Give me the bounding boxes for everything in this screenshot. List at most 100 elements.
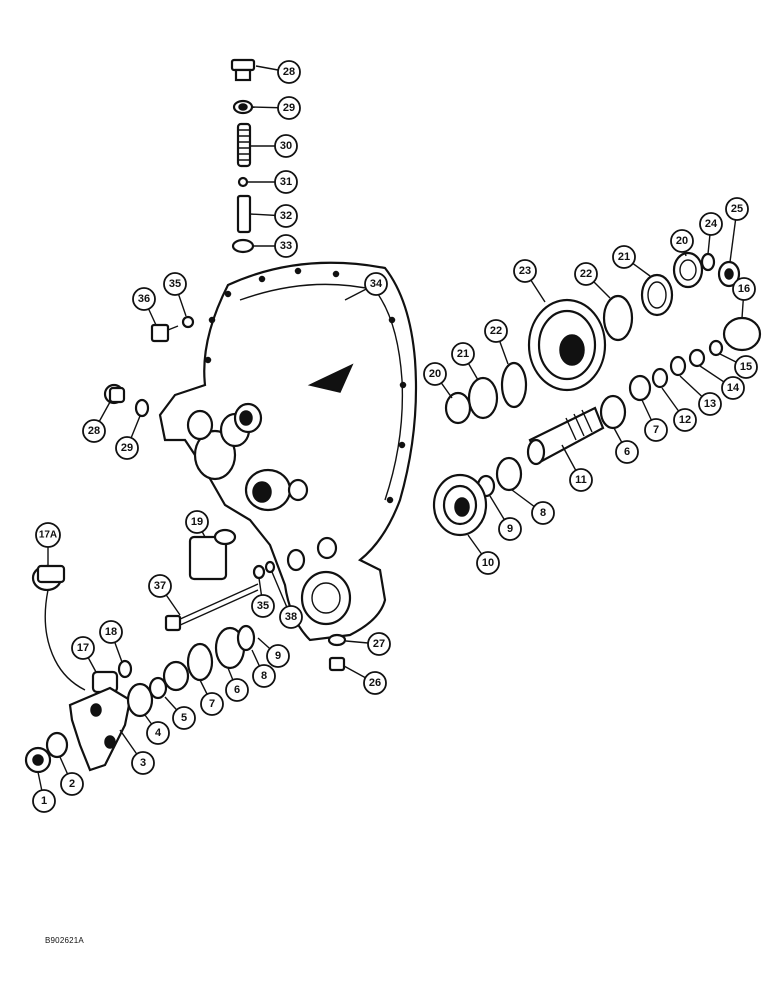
svg-text:30: 30 (280, 140, 292, 152)
svg-text:34: 34 (370, 278, 383, 290)
svg-text:38: 38 (285, 611, 297, 623)
callout-14: 14 (699, 365, 745, 400)
callout-35a: 35 (163, 272, 187, 317)
callout-21b: 21 (612, 245, 651, 277)
svg-text:2: 2 (69, 778, 75, 790)
svg-text:8: 8 (540, 507, 546, 519)
svg-text:23: 23 (519, 265, 531, 277)
svg-text:8: 8 (261, 670, 267, 682)
callout-28b: 28 (82, 401, 111, 443)
callout-32: 32 (249, 204, 298, 228)
callout-34: 34 (344, 272, 388, 301)
callout-17: 17 (71, 636, 97, 673)
figure-code: B902621A (45, 936, 84, 945)
callout-29b: 29 (115, 415, 141, 460)
callout-8: 8 (251, 649, 276, 688)
callout-24: 24 (699, 212, 723, 255)
callout-6: 6 (225, 667, 249, 702)
svg-text:9: 9 (275, 650, 281, 662)
callout-28a: 28 (255, 60, 301, 84)
svg-text:27: 27 (373, 638, 385, 650)
callout-37: 37 (148, 574, 181, 616)
callout-17A: 17A (35, 522, 61, 566)
callout-2: 2 (59, 756, 84, 796)
callout-7b: 7 (641, 399, 668, 442)
svg-text:35: 35 (257, 600, 269, 612)
callout-16: 16 (732, 277, 756, 319)
callout-36: 36 (132, 287, 157, 326)
valve-stack (230, 58, 256, 254)
svg-text:13: 13 (704, 398, 716, 410)
callout-9b: 9 (489, 495, 522, 541)
callout-25: 25 (725, 197, 749, 263)
svg-text:15: 15 (740, 361, 752, 373)
callout-8b: 8 (511, 489, 555, 525)
callout-6b: 6 (613, 427, 639, 464)
svg-text:24: 24 (705, 218, 718, 230)
callout-13: 13 (679, 375, 722, 416)
callout-33: 33 (253, 234, 298, 258)
svg-text:21: 21 (457, 348, 469, 360)
svg-text:6: 6 (234, 684, 240, 696)
svg-text:1: 1 (41, 795, 47, 807)
svg-text:26: 26 (369, 677, 381, 689)
callout-38: 38 (271, 571, 303, 629)
callout-19: 19 (185, 510, 209, 538)
callout-7: 7 (199, 679, 224, 716)
transmission-housing (158, 261, 418, 642)
callout-21a: 21 (451, 342, 479, 381)
callout-35b: 35 (251, 577, 275, 618)
callout-9: 9 (257, 637, 290, 668)
svg-text:22: 22 (490, 325, 502, 337)
svg-text:7: 7 (653, 424, 659, 436)
svg-text:17: 17 (77, 642, 89, 654)
callout-4: 4 (144, 714, 170, 745)
svg-text:22: 22 (580, 268, 592, 280)
svg-text:31: 31 (280, 176, 292, 188)
svg-text:28: 28 (88, 425, 100, 437)
svg-text:20: 20 (429, 368, 441, 380)
callout-20b: 20 (670, 229, 694, 257)
svg-text:33: 33 (280, 240, 292, 252)
svg-text:35: 35 (169, 278, 181, 290)
svg-text:4: 4 (155, 727, 162, 739)
svg-text:20: 20 (676, 235, 688, 247)
svg-text:5: 5 (181, 712, 187, 724)
svg-text:32: 32 (280, 210, 292, 222)
svg-text:29: 29 (283, 102, 295, 114)
svg-text:18: 18 (105, 626, 117, 638)
svg-text:7: 7 (209, 698, 215, 710)
callout-18: 18 (99, 620, 123, 663)
callout-3: 3 (119, 729, 155, 775)
callout-12: 12 (661, 387, 697, 432)
svg-text:9: 9 (507, 523, 513, 535)
left-fittings (103, 315, 195, 418)
svg-text:11: 11 (575, 474, 587, 486)
callout-31: 31 (248, 170, 298, 194)
svg-text:28: 28 (283, 66, 295, 78)
svg-text:14: 14 (727, 382, 740, 394)
svg-text:6: 6 (624, 446, 630, 458)
callout-30: 30 (250, 134, 298, 158)
svg-text:36: 36 (138, 293, 150, 305)
svg-text:25: 25 (731, 203, 743, 215)
callout-22a: 22 (484, 319, 509, 365)
callout-29a: 29 (252, 96, 301, 120)
svg-text:12: 12 (679, 414, 691, 426)
callout-1: 1 (32, 771, 56, 813)
svg-text:10: 10 (482, 557, 494, 569)
svg-text:19: 19 (191, 516, 203, 528)
right-gear-train (432, 251, 762, 537)
callout-20a: 20 (423, 362, 453, 399)
svg-text:17A: 17A (39, 530, 57, 541)
callout-15: 15 (719, 353, 758, 379)
callout-27: 27 (345, 632, 391, 656)
svg-text:37: 37 (154, 580, 166, 592)
callout-5: 5 (164, 696, 196, 730)
output-assembly (24, 528, 347, 774)
svg-text:16: 16 (738, 283, 750, 295)
svg-text:3: 3 (140, 757, 146, 769)
callout-23: 23 (513, 259, 546, 303)
